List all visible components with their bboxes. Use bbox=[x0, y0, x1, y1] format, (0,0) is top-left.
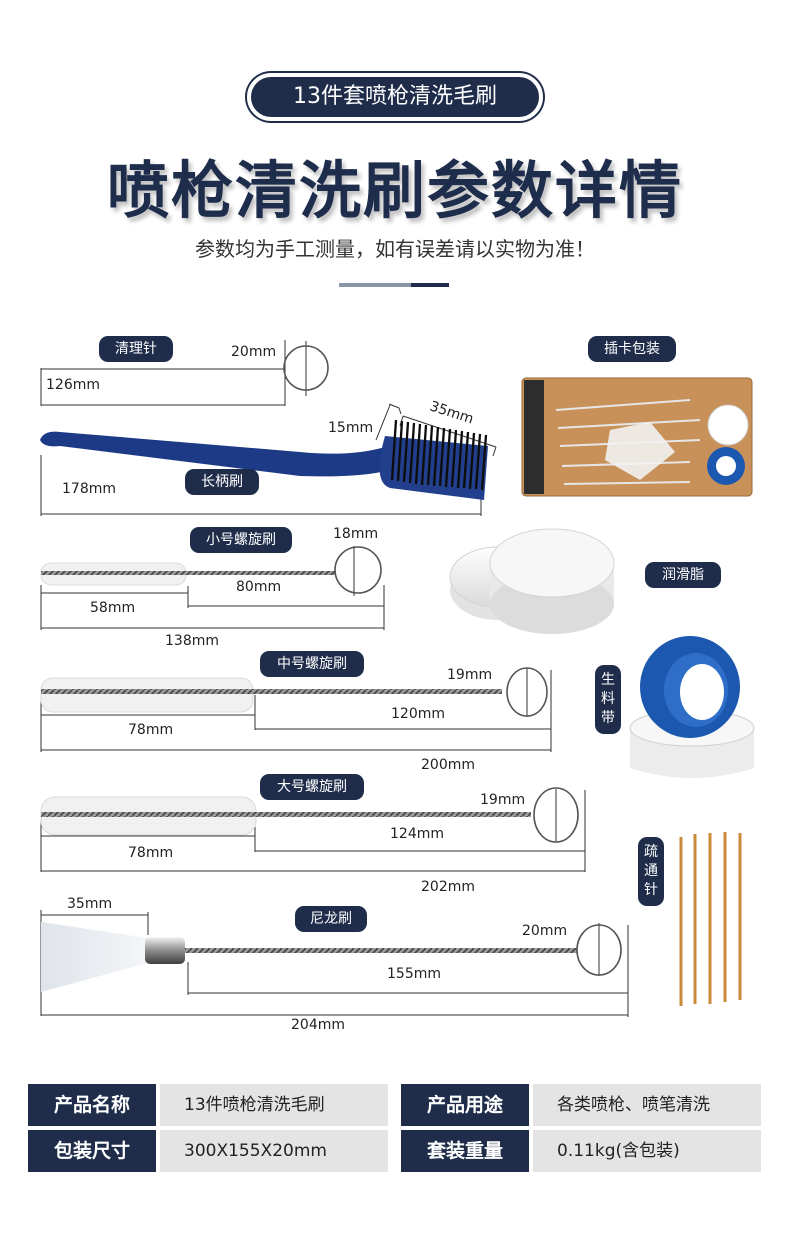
grease-label: 润滑脂 bbox=[645, 562, 721, 588]
large-spiral-label: 大号螺旋刷 bbox=[260, 774, 364, 800]
medium-spiral-label: 中号螺旋刷 bbox=[260, 651, 364, 677]
large-spiral-brush bbox=[40, 787, 579, 843]
medium-spiral-bristle-dim: 78mm bbox=[128, 722, 174, 738]
small-spiral-brush bbox=[40, 546, 382, 594]
pick-needle-label: 疏通针 bbox=[638, 837, 664, 906]
spec-product-name-value: 13件喷枪清洗毛刷 bbox=[160, 1084, 388, 1126]
large-spiral-total-dim: 202mm bbox=[421, 879, 475, 895]
medium-spiral-wire-dim: 120mm bbox=[391, 706, 445, 722]
long-brush-length-dim: 178mm bbox=[62, 481, 116, 497]
spec-package-size-value: 300X155X20mm bbox=[160, 1130, 388, 1172]
divider-right bbox=[411, 283, 449, 287]
nylon-brush-label: 尼龙刷 bbox=[295, 906, 367, 932]
spec-usage-value: 各类喷枪、喷笔清洗 bbox=[533, 1084, 761, 1126]
cleaning-needle-label: 清理针 bbox=[99, 336, 173, 362]
small-spiral-bristle-dim: 58mm bbox=[90, 600, 136, 616]
large-spiral-loop-dim: 19mm bbox=[480, 792, 526, 808]
page-title: 喷枪清洗刷参数详情 bbox=[106, 154, 683, 227]
needle-loop-dim: 20mm bbox=[231, 344, 277, 360]
large-spiral-bristle-dim: 78mm bbox=[128, 845, 174, 861]
long-brush-width-dim: 15mm bbox=[328, 420, 374, 436]
divider-left bbox=[339, 283, 411, 287]
medium-spiral-loop-dim: 19mm bbox=[447, 667, 493, 683]
gold-pick-needles bbox=[679, 832, 742, 1006]
nylon-loop-dim: 20mm bbox=[522, 923, 568, 939]
nylon-head-dim: 35mm bbox=[67, 896, 113, 912]
spec-product-name-label: 产品名称 bbox=[28, 1084, 156, 1126]
small-spiral-loop-dim: 18mm bbox=[333, 526, 379, 542]
spec-usage-label: 产品用途 bbox=[401, 1084, 529, 1126]
nylon-total-dim: 204mm bbox=[291, 1017, 345, 1033]
medium-spiral-total-dim: 200mm bbox=[421, 757, 475, 773]
spec-weight-label: 套装重量 bbox=[401, 1130, 529, 1172]
small-spiral-wire-dim: 80mm bbox=[236, 579, 282, 595]
long-brush-label: 长柄刷 bbox=[185, 469, 259, 495]
medium-spiral-brush bbox=[40, 667, 548, 717]
large-spiral-wire-dim: 124mm bbox=[390, 826, 444, 842]
small-spiral-total-dim: 138mm bbox=[165, 633, 219, 649]
tape-label: 生料带 bbox=[595, 665, 621, 734]
cleaning-needle bbox=[283, 345, 329, 391]
small-spiral-label: 小号螺旋刷 bbox=[190, 527, 292, 553]
spec-weight-value: 0.11kg(含包装) bbox=[533, 1130, 761, 1172]
needle-length-dim: 126mm bbox=[46, 377, 100, 393]
long-handle-brush bbox=[40, 419, 488, 500]
grease-tin bbox=[449, 528, 615, 634]
spec-package-size-label: 包装尺寸 bbox=[28, 1130, 156, 1172]
title-badge: 13件套喷枪清洗毛刷 bbox=[247, 73, 543, 121]
subtitle: 参数均为手工测量，如有误差请以实物为准！ bbox=[195, 237, 595, 261]
ptfe-tape-roll bbox=[629, 636, 755, 778]
nylon-brush bbox=[41, 922, 622, 992]
card-package bbox=[521, 377, 753, 497]
nylon-wire-dim: 155mm bbox=[387, 966, 441, 982]
card-package-label: 插卡包装 bbox=[588, 336, 676, 362]
product-illustrations bbox=[40, 340, 755, 1017]
